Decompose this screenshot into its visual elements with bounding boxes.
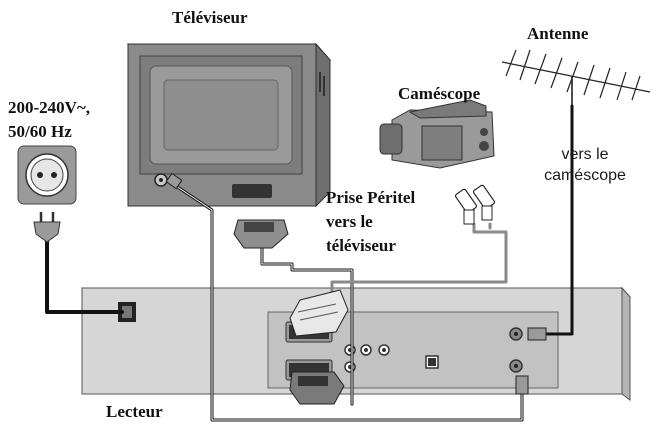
power-spec-line2: 50/60 Hz — [8, 122, 72, 141]
scart-plug-icon — [233, 219, 289, 249]
tv-scart-socket — [232, 184, 272, 198]
scart-plug-icon-player-2 — [289, 371, 345, 405]
tv-label: Téléviseur — [172, 8, 248, 27]
scart-label-line3: téléviseur — [326, 236, 396, 255]
rca-plug-icon — [454, 184, 496, 225]
to-camcorder-line1: vers le — [561, 146, 609, 163]
player-icon — [80, 286, 632, 401]
television-icon — [126, 42, 332, 208]
antenna-label: Antenne — [527, 24, 589, 43]
coax-plug-icon — [165, 172, 547, 395]
power-plug-icon — [33, 212, 61, 243]
camcorder-icon — [379, 99, 495, 169]
power-spec-line1: 200-240V~, — [8, 98, 91, 117]
scart-plug-icon-player-1 — [289, 289, 349, 337]
antenna-icon — [501, 49, 651, 106]
camcorder-label: Caméscope — [398, 84, 481, 103]
player-label: Lecteur — [106, 402, 163, 421]
scart-label-line1: Prise Péritel — [326, 188, 416, 207]
to-camcorder-line2: caméscope — [544, 167, 626, 184]
cables — [45, 104, 574, 422]
power-outlet-icon — [17, 145, 77, 205]
scart-label-line2: vers le — [326, 212, 373, 231]
